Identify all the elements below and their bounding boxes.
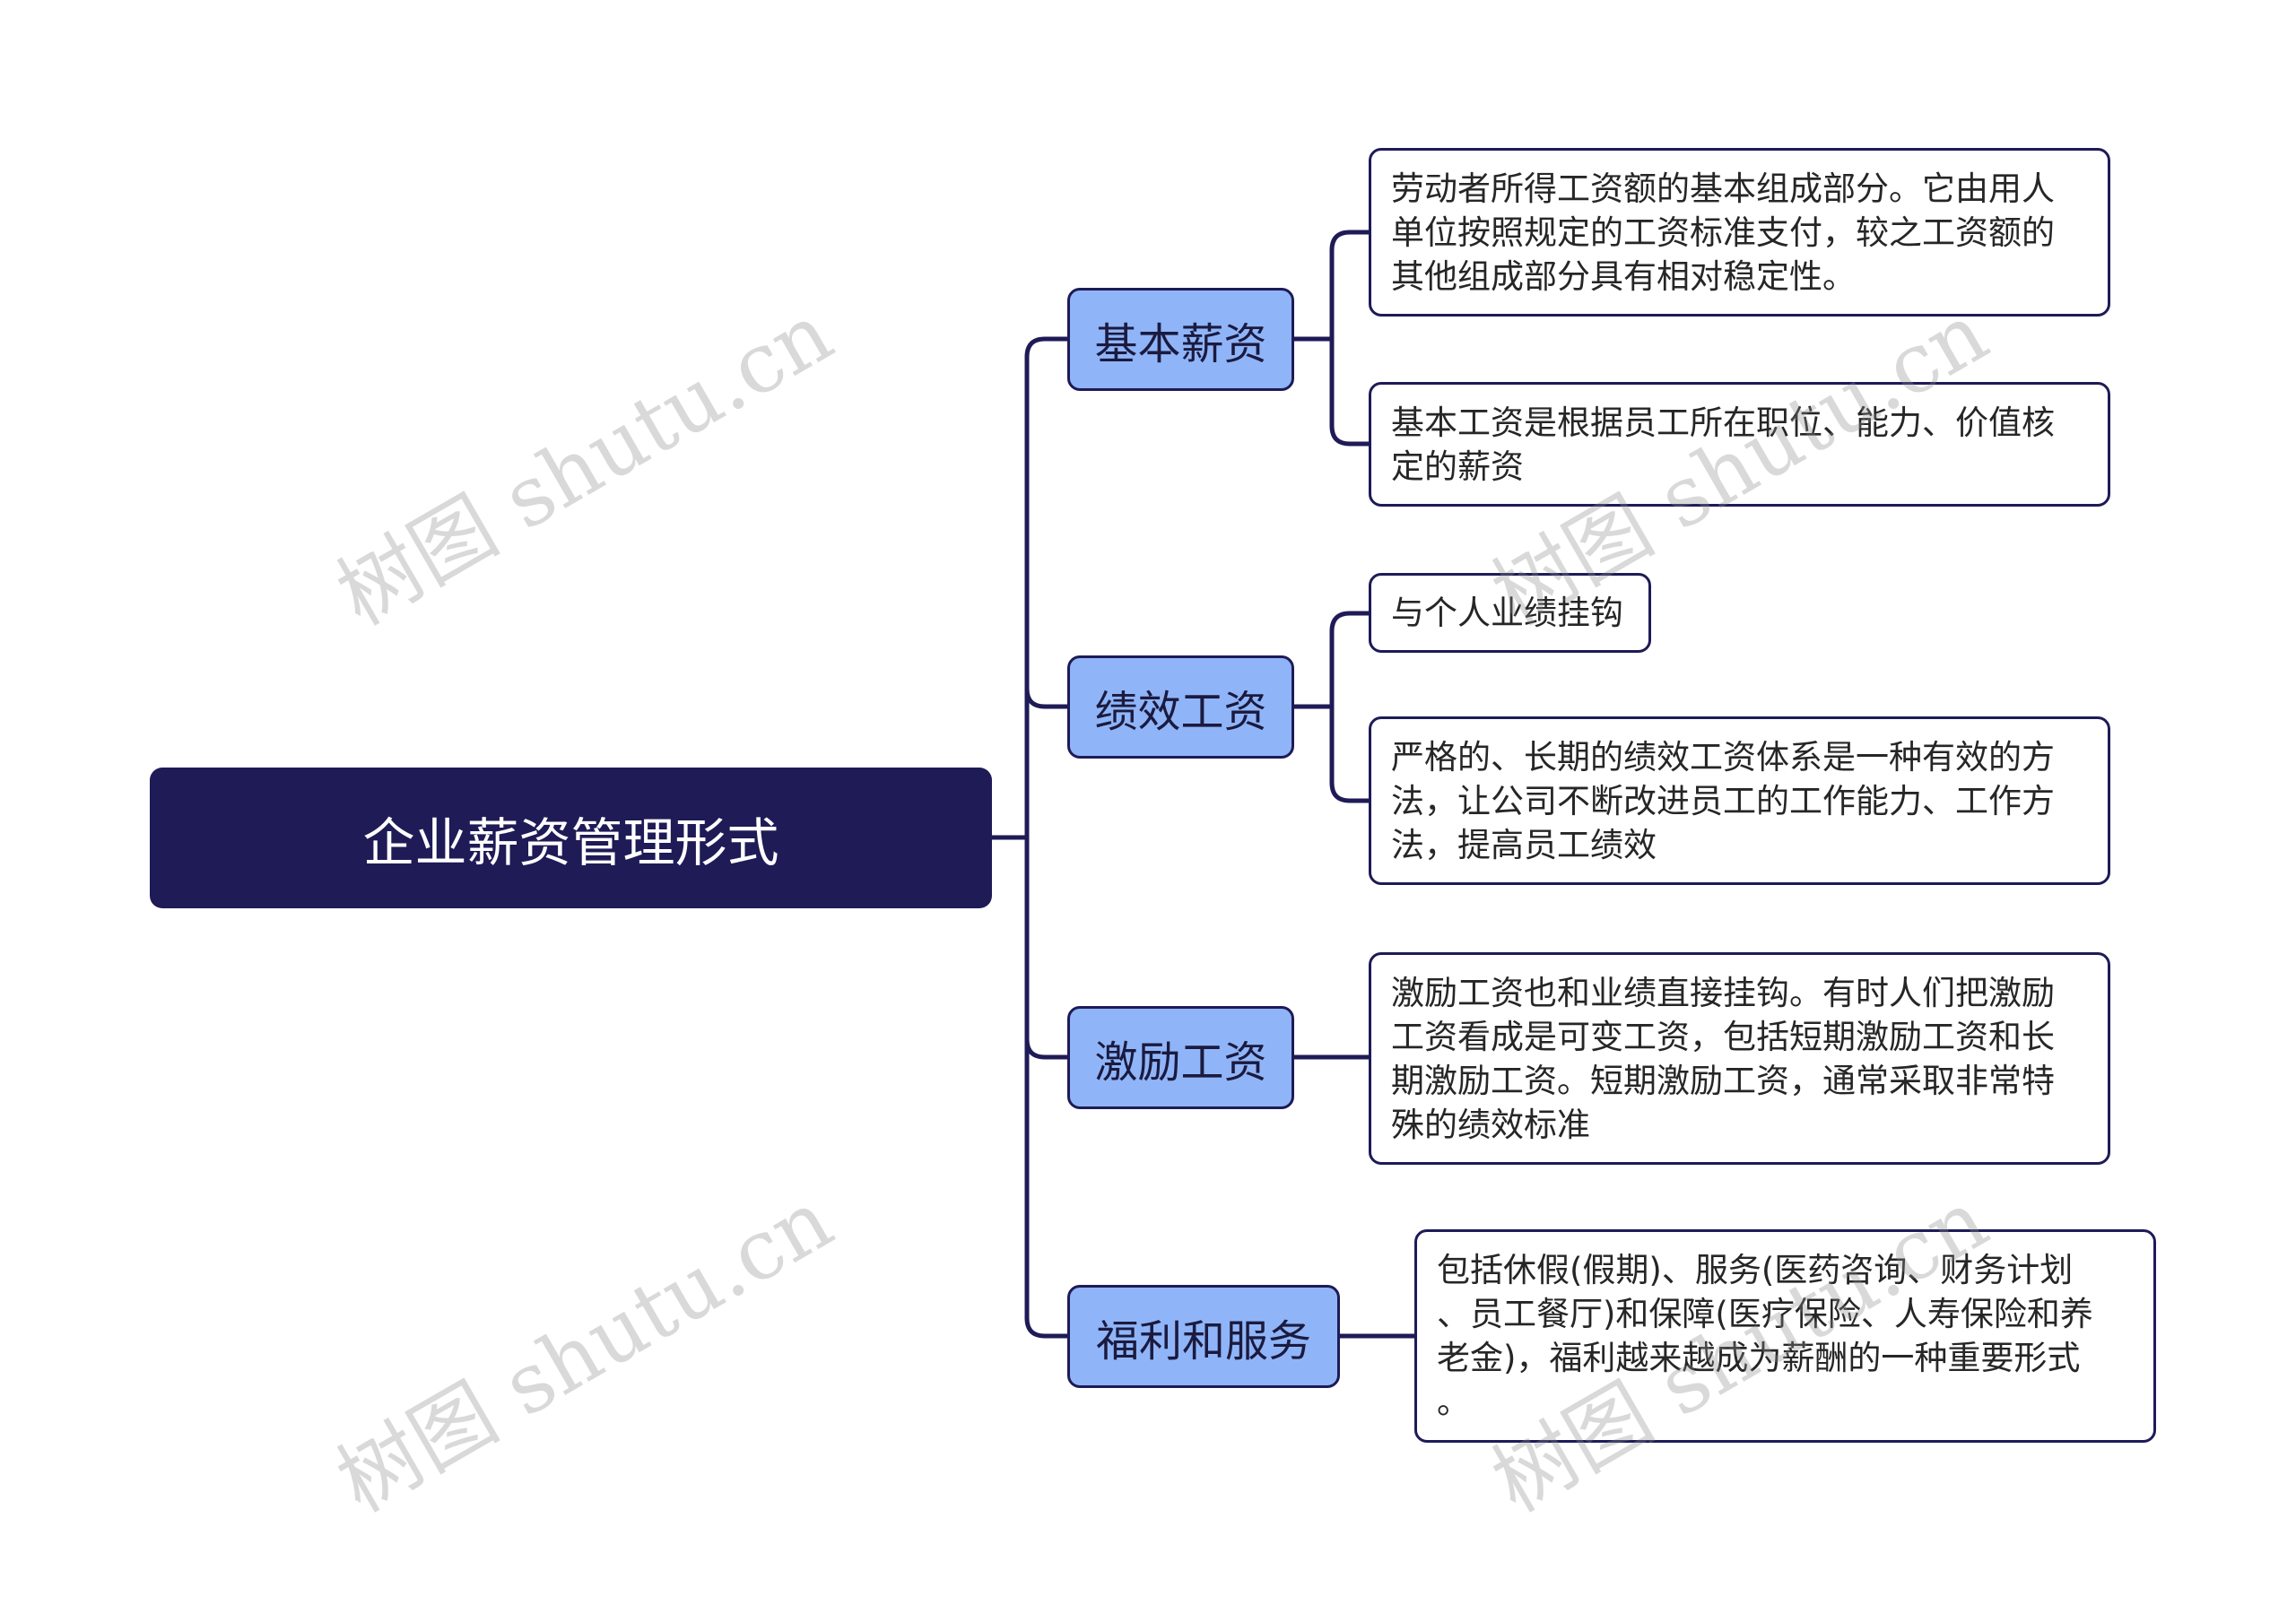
leaf-basic-salary-definition: 基本工资是根据员工所在职位、能力、价值核 定的薪资 (1369, 382, 2110, 507)
leaf-text-line: 工资看成是可变工资，包括短期激励工资和长 (1391, 1017, 2055, 1056)
branch-label: 绩效工资 (1094, 686, 1267, 737)
leaf-text-line: 激励工资也和业绩直接挂钩。有时人们把激励 (1391, 973, 2055, 1012)
connector-trunk-incentive-pay (1024, 1037, 1070, 1060)
root-topic-label: 企业薪资管理形式 (362, 811, 779, 873)
leaf-text-line: 殊的绩效标准 (1391, 1105, 1590, 1144)
leaf-text-line: 与个人业绩挂钩 (1391, 594, 1623, 632)
root-topic: 企业薪资管理形式 (150, 768, 992, 908)
connector-performance-pay-leaf-2 (1329, 704, 1371, 803)
leaf-text-line: 包括休假(假期)、服务(医药咨询、财务计划 (1437, 1251, 2074, 1289)
leaf-text-line: 老金)，福利越来越成为薪酬的一种重要形式 (1437, 1339, 2081, 1377)
leaf-text-line: 法，提高员工绩效 (1391, 825, 1657, 864)
branch-label: 福利和服务 (1095, 1315, 1311, 1366)
leaf-text-line: 劳动者所得工资额的基本组成部分。它由用人 (1391, 169, 2055, 208)
branch-basic-salary: 基本薪资 (1067, 288, 1294, 391)
leaf-text-line: 法，让公司不断改进员工的工作能力、工作方 (1391, 781, 2055, 820)
leaf-text-line: 其他组成部分具有相对稳定性。 (1391, 256, 1856, 296)
leaf-basic-salary-composition: 劳动者所得工资额的基本组成部分。它由用人 单位按照规定的工资标准支付，较之工资额… (1369, 148, 2110, 317)
connector-trunk-basic-salary (1024, 336, 1070, 840)
leaf-benefits-description: 包括休假(假期)、服务(医药咨询、财务计划 、员工餐厅)和保障(医疗保险、人寿保… (1414, 1229, 2156, 1443)
leaf-text-line: 定的薪资 (1391, 447, 1524, 486)
leaf-text-line: 严格的、长期的绩效工资体系是一种有效的方 (1391, 737, 2055, 776)
connector-trunk-benefits (1024, 835, 1070, 1339)
leaf-text-line: 、员工餐厅)和保障(医疗保险、人寿保险和养 (1437, 1295, 2093, 1333)
branch-label: 基本薪资 (1094, 318, 1267, 369)
branch-performance-pay: 绩效工资 (1067, 655, 1294, 759)
connector-performance-pay-leaf-1 (1329, 611, 1371, 709)
connector-basic-salary-leaf-2 (1329, 336, 1371, 447)
leaf-text-line: 期激励工资。短期激励工资，通常采取非常特 (1391, 1061, 2055, 1100)
connector-trunk-performance-pay (1024, 686, 1070, 709)
leaf-text-line: 基本工资是根据员工所在职位、能力、价值核 (1391, 403, 2055, 442)
branch-benefits-services: 福利和服务 (1067, 1285, 1340, 1388)
connector-basic-salary-leaf-1 (1329, 230, 1371, 342)
leaf-performance-pay-system: 严格的、长期的绩效工资体系是一种有效的方 法，让公司不断改进员工的工作能力、工作… (1369, 716, 2110, 885)
leaf-text-line: 单位按照规定的工资标准支付，较之工资额的 (1391, 213, 2055, 252)
branch-incentive-pay: 激励工资 (1067, 1006, 1294, 1109)
leaf-text-line: 。 (1437, 1383, 1470, 1421)
leaf-performance-pay-link: 与个人业绩挂钩 (1369, 573, 1651, 653)
leaf-incentive-pay-description: 激励工资也和业绩直接挂钩。有时人们把激励 工资看成是可变工资，包括短期激励工资和… (1369, 952, 2110, 1165)
branch-label: 激励工资 (1094, 1037, 1267, 1088)
